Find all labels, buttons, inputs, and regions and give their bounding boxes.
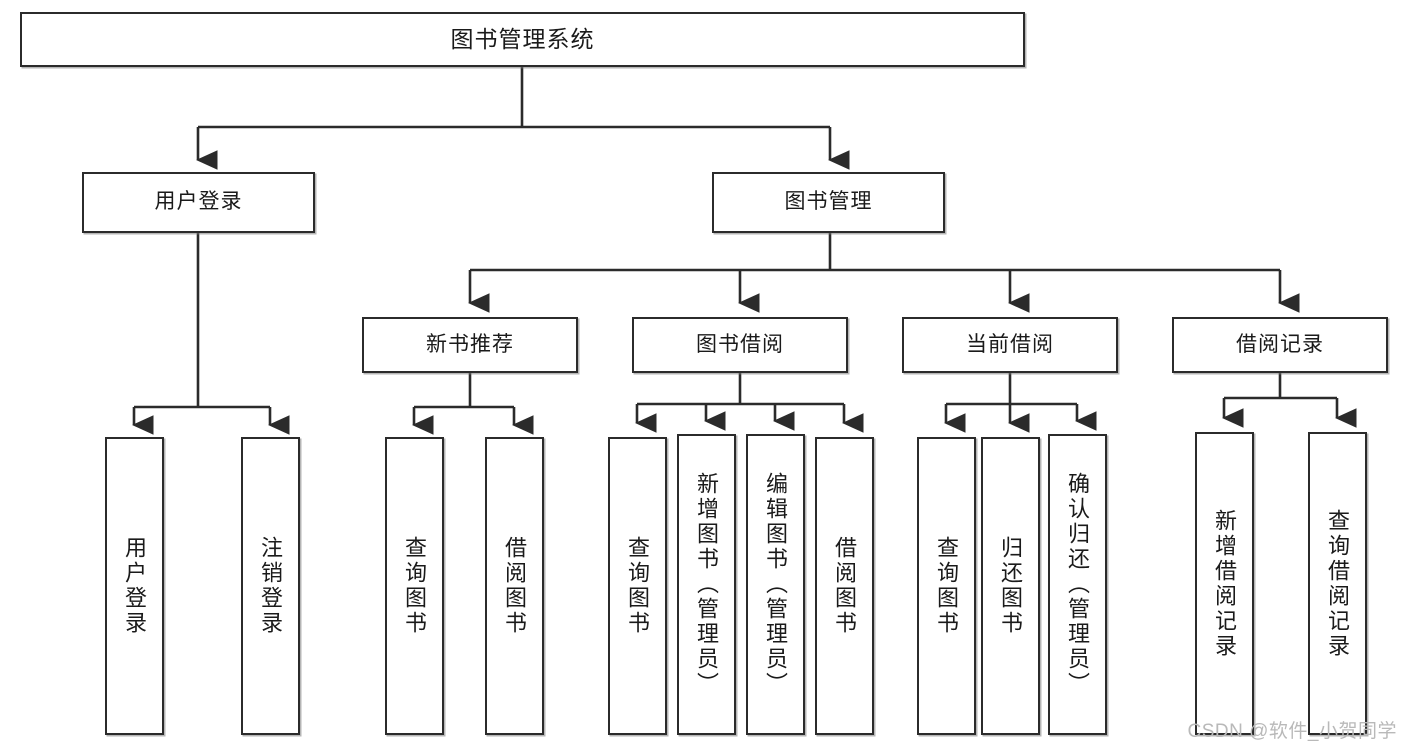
node-user-login-label: 用户登录 <box>154 190 243 214</box>
leaf-logout[interactable]: 注销登录 <box>241 437 300 735</box>
node-current-borrow[interactable]: 当前借阅 <box>902 317 1118 373</box>
leaf-add-record[interactable]: 新增借阅记录 <box>1195 432 1254 735</box>
leaf-borrow-book-1[interactable]: 借阅图书 <box>485 437 544 735</box>
leaf-query-book-3-label: 查询图书 <box>934 536 960 636</box>
leaf-add-record-label: 新增借阅记录 <box>1212 508 1238 659</box>
leaf-return-book-label: 归还图书 <box>998 536 1024 636</box>
leaf-query-book-1[interactable]: 查询图书 <box>385 437 444 735</box>
leaf-logout-label: 注销登录 <box>258 536 284 636</box>
node-book-borrow-label: 图书借阅 <box>696 332 784 356</box>
node-book-borrow[interactable]: 图书借阅 <box>632 317 848 373</box>
leaf-borrow-book-2-label: 借阅图书 <box>832 536 858 636</box>
leaf-confirm-return-label: 确认归还（管理员） <box>1065 472 1091 697</box>
leaf-confirm-return[interactable]: 确认归还（管理员） <box>1048 434 1107 735</box>
node-book-manage-label: 图书管理 <box>784 190 873 214</box>
node-new-book-rec[interactable]: 新书推荐 <box>362 317 578 373</box>
node-borrow-record[interactable]: 借阅记录 <box>1172 317 1388 373</box>
node-book-manage[interactable]: 图书管理 <box>712 172 945 233</box>
node-root-label: 图书管理系统 <box>450 25 595 52</box>
leaf-add-book-label: 新增图书（管理员） <box>694 472 720 697</box>
leaf-query-book-1-label: 查询图书 <box>402 536 428 636</box>
leaf-borrow-book-2[interactable]: 借阅图书 <box>815 437 874 735</box>
node-new-book-rec-label: 新书推荐 <box>426 332 514 356</box>
leaf-add-book[interactable]: 新增图书（管理员） <box>677 434 736 735</box>
leaf-query-record-label: 查询借阅记录 <box>1325 508 1351 659</box>
leaf-edit-book[interactable]: 编辑图书（管理员） <box>746 434 805 735</box>
leaf-borrow-book-1-label: 借阅图书 <box>502 536 528 636</box>
node-current-borrow-label: 当前借阅 <box>966 332 1054 356</box>
leaf-edit-book-label: 编辑图书（管理员） <box>763 472 789 697</box>
leaf-query-book-2-label: 查询图书 <box>625 536 651 636</box>
leaf-query-book-2[interactable]: 查询图书 <box>608 437 667 735</box>
node-user-login[interactable]: 用户登录 <box>82 172 315 233</box>
leaf-return-book[interactable]: 归还图书 <box>981 437 1040 735</box>
watermark: CSDN @软件_小贺同学 <box>1187 721 1397 742</box>
node-borrow-record-label: 借阅记录 <box>1236 332 1324 356</box>
node-root[interactable]: 图书管理系统 <box>20 12 1025 67</box>
leaf-user-login-label: 用户登录 <box>122 536 148 636</box>
leaf-user-login[interactable]: 用户登录 <box>105 437 164 735</box>
leaf-query-book-3[interactable]: 查询图书 <box>917 437 976 735</box>
leaf-query-record[interactable]: 查询借阅记录 <box>1308 432 1367 735</box>
